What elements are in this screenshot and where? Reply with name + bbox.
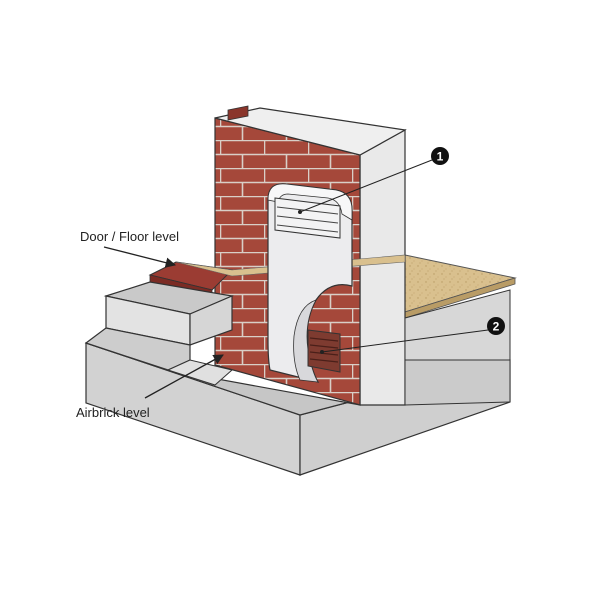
door-floor-level-label: Door / Floor level: [80, 229, 179, 244]
upper-vent-grille: [274, 197, 341, 239]
door-floor-arrow: [103, 246, 177, 268]
airbrick-level-label: Airbrick level: [76, 405, 150, 420]
steps: [84, 281, 235, 386]
callout-number-1: 1: [437, 150, 444, 164]
callout-2-leader: [321, 329, 489, 353]
annotation-lines: [103, 159, 489, 399]
callout-badge-2: 2: [487, 317, 505, 335]
airbrick-arrow: [144, 354, 224, 399]
floorboard: [404, 254, 517, 319]
callout-number-2: 2: [493, 320, 500, 334]
callout-badge-1: 1: [431, 147, 449, 165]
airbrick: [307, 329, 341, 373]
callout-1-leader: [299, 159, 433, 213]
